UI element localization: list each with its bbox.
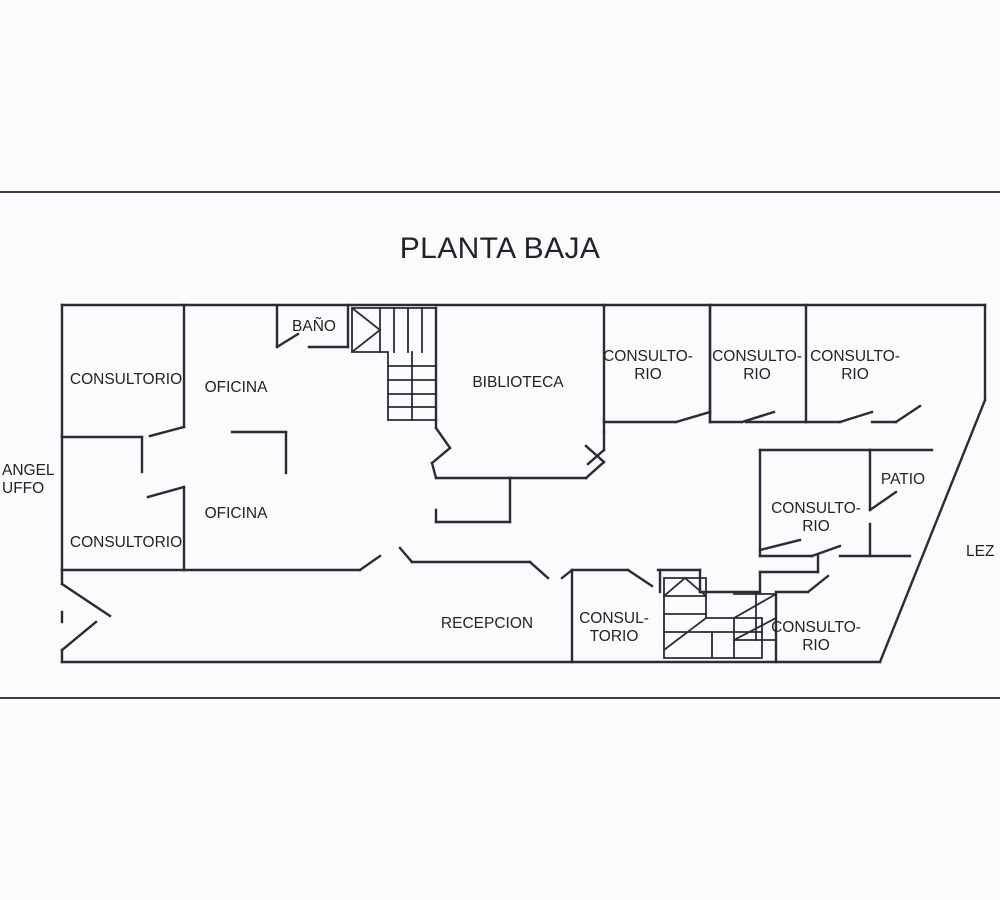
lower-right-consultorio: [774, 574, 830, 664]
upper-right-consultorios: [586, 303, 898, 466]
street-label-right: LEZ: [966, 543, 995, 560]
patio-and-right-rooms: [698, 404, 934, 594]
exterior-door-swings: [60, 582, 112, 652]
bano-walls: [275, 303, 350, 349]
outer-walls: [60, 303, 987, 664]
lower-left-rooms: [60, 485, 414, 572]
top-divider-rule: [0, 191, 1000, 193]
page-title: PLANTA BAJA: [399, 232, 601, 265]
stair-lower: [662, 576, 778, 659]
upper-left-rooms: [60, 303, 288, 475]
lower-middle-rooms: [410, 560, 702, 664]
bottom-divider-rule: [0, 697, 1000, 699]
stair-upper: [350, 306, 437, 421]
street-label-left: ANGEL UFFO: [2, 462, 55, 497]
biblioteca-walls: [430, 306, 606, 524]
